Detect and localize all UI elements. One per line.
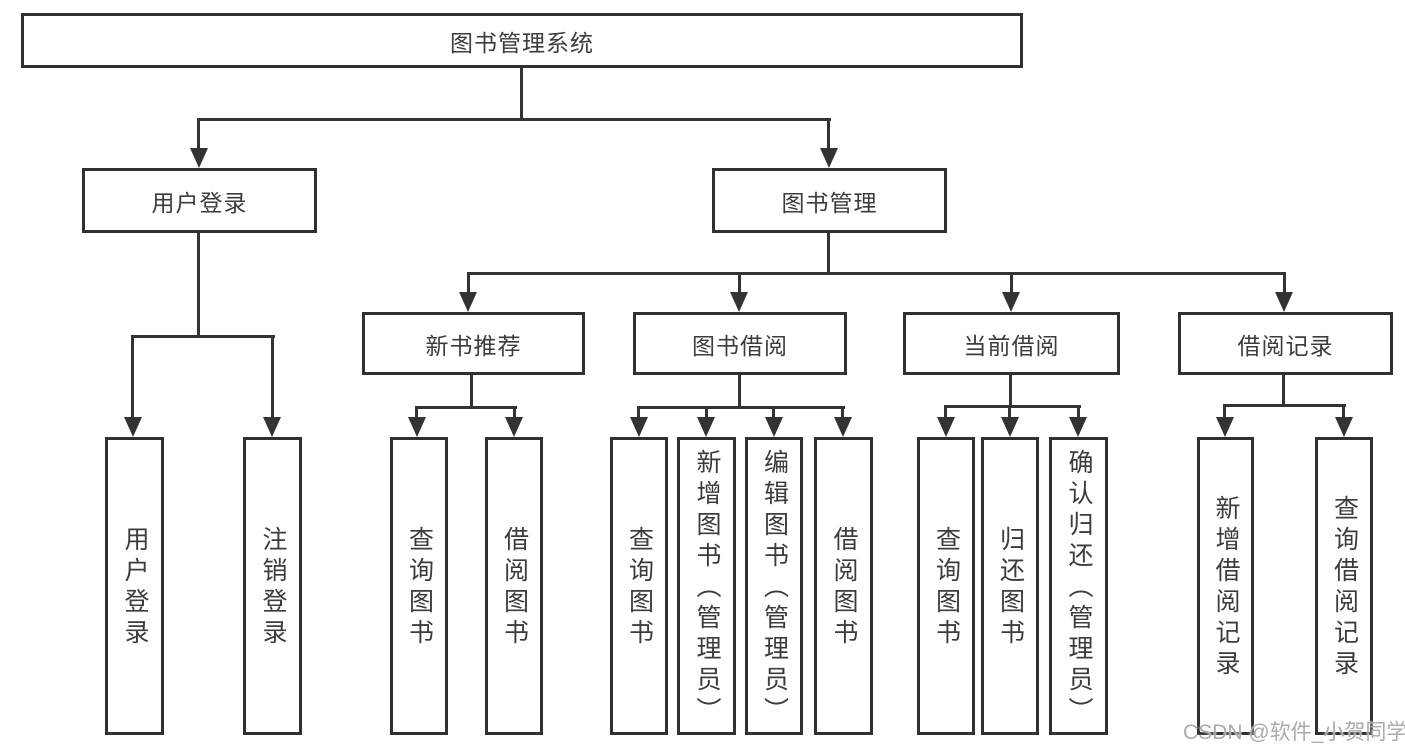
leaf-edit-book-admin: 编辑图书（管理员）	[745, 437, 803, 735]
line	[841, 406, 844, 420]
leaf-borrow-book: 借阅图书	[814, 437, 873, 735]
line	[1010, 272, 1013, 294]
line	[520, 68, 523, 121]
arrowhead-icon	[630, 417, 648, 437]
line	[1009, 375, 1012, 408]
leaf-borrow-book-recommend: 借阅图书	[485, 437, 543, 735]
line	[827, 118, 830, 150]
node-new-book-recommend: 新书推荐	[362, 312, 585, 375]
arrowhead-icon	[408, 417, 426, 437]
line	[470, 375, 473, 409]
line	[513, 406, 516, 420]
line	[738, 272, 741, 294]
line	[772, 406, 775, 420]
line	[944, 405, 1081, 408]
line	[1283, 272, 1286, 294]
node-borrow-records: 借阅记录	[1178, 312, 1393, 375]
leaf-return-book: 归还图书	[981, 437, 1039, 735]
leaf-add-book-admin: 新增图书（管理员）	[677, 437, 736, 735]
csdn-watermark: CSDN @软件_小贺同学	[1183, 721, 1405, 744]
arrowhead-icon	[124, 417, 142, 437]
line	[1282, 375, 1285, 407]
line	[827, 233, 830, 275]
arrowhead-icon	[730, 292, 748, 312]
line	[131, 335, 134, 419]
line	[1342, 404, 1345, 420]
arrowhead-icon	[765, 417, 783, 437]
line	[944, 405, 947, 420]
line	[197, 118, 200, 150]
arrowhead-icon	[834, 417, 852, 437]
line	[738, 375, 741, 409]
arrowhead-icon	[1275, 292, 1293, 312]
node-book-borrow: 图书借阅	[633, 312, 847, 375]
arrowhead-icon	[1216, 417, 1234, 437]
line	[1223, 404, 1346, 407]
leaf-query-book-current: 查询图书	[917, 437, 975, 735]
node-user-login: 用户登录	[82, 168, 317, 233]
line	[415, 406, 418, 420]
node-current-borrow: 当前借阅	[903, 312, 1120, 375]
leaf-add-borrow-record: 新增借阅记录	[1197, 437, 1254, 735]
leaf-query-borrow-record: 查询借阅记录	[1315, 437, 1373, 735]
line	[197, 118, 831, 121]
leaf-query-book-borrow: 查询图书	[610, 437, 668, 735]
arrowhead-icon	[937, 417, 955, 437]
arrowhead-icon	[820, 148, 838, 168]
leaf-user-login: 用户登录	[105, 437, 164, 735]
arrowhead-icon	[1001, 417, 1019, 437]
arrowhead-icon	[1002, 292, 1020, 312]
arrowhead-icon	[697, 417, 715, 437]
line	[637, 406, 845, 409]
line	[1223, 404, 1226, 420]
line	[271, 335, 274, 419]
line	[1008, 405, 1011, 420]
line	[197, 233, 200, 338]
arrowhead-icon	[459, 292, 477, 312]
line	[637, 406, 640, 420]
node-book-management: 图书管理	[712, 168, 947, 233]
line	[415, 406, 517, 409]
line	[705, 406, 708, 420]
node-root: 图书管理系统	[21, 13, 1023, 68]
leaf-confirm-return-admin: 确认归还（管理员）	[1049, 437, 1108, 735]
line	[1077, 405, 1080, 420]
leaf-logout: 注销登录	[243, 437, 302, 735]
arrowhead-icon	[190, 148, 208, 168]
arrowhead-icon	[1069, 417, 1087, 437]
arrowhead-icon	[263, 417, 281, 437]
arrowhead-icon	[505, 417, 523, 437]
line	[467, 272, 470, 294]
line	[131, 335, 275, 338]
leaf-query-book-recommend: 查询图书	[390, 437, 448, 735]
arrowhead-icon	[1335, 417, 1353, 437]
line	[467, 272, 1286, 275]
